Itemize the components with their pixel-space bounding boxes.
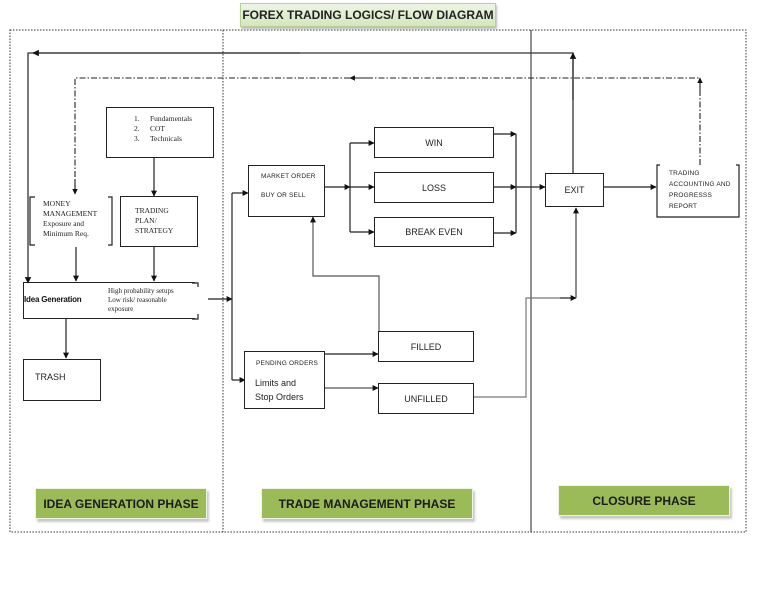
market-order-box: MARKET ORDER BUY OR SELL <box>248 165 325 217</box>
analysis-list-box: 1.Fundamentals 2.COT 3.Technicals <box>106 107 214 158</box>
money-management-block: MONEY MANAGEMENT Exposure and Minimum Re… <box>43 199 98 238</box>
pending-orders-box: PENDING ORDERS Limits and Stop Orders <box>244 351 325 409</box>
report-bracket <box>656 164 740 218</box>
break-even-box: BREAK EVEN <box>374 217 494 247</box>
money-management-bracket-left <box>29 196 35 246</box>
trading-report-block: TRADING ACCOUNTING AND PROGRESSS REPORT <box>669 170 731 210</box>
analysis-item: 3.Technicals <box>134 134 182 143</box>
unfilled-box: UNFILLED <box>378 383 474 414</box>
diagram-title: FOREX TRADING LOGICS/ FLOW DIAGRAM <box>240 3 496 27</box>
trash-box: TRASH <box>23 359 101 401</box>
exit-feedback-line <box>24 52 574 284</box>
trading-plan-box: TRADING PLAN/ STRATEGY <box>120 196 198 247</box>
idea-generation-phase-label: IDEA GENERATION PHASE <box>35 488 207 519</box>
analysis-item: 1.Fundamentals <box>134 114 193 123</box>
closure-phase-label: CLOSURE PHASE <box>558 485 730 516</box>
analysis-item: 2.COT <box>134 124 165 133</box>
idea-generation-label: Idea Generation <box>24 295 82 304</box>
exit-box: EXIT <box>545 173 604 207</box>
idea-generation-box: Idea Generation High probability setups … <box>23 282 208 319</box>
loss-box: LOSS <box>374 172 494 203</box>
trade-management-phase-label: TRADE MANAGEMENT PHASE <box>261 488 473 519</box>
report-feedback-line <box>74 77 701 192</box>
money-management-bracket-right <box>108 196 113 246</box>
win-box: WIN <box>374 127 494 158</box>
phase-frame-outer <box>9 29 747 533</box>
filled-box: FILLED <box>378 331 474 362</box>
